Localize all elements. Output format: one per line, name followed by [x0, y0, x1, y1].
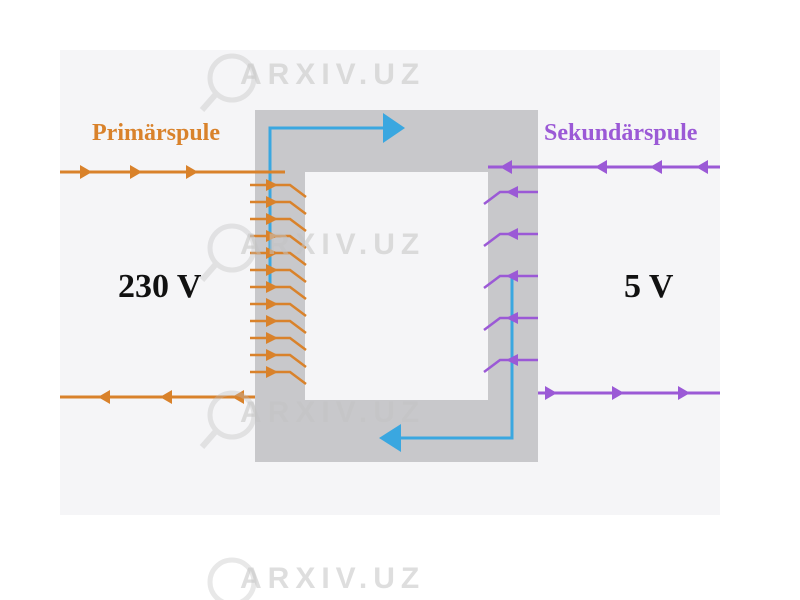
primary-winding — [250, 366, 307, 385]
primary-winding — [250, 281, 307, 300]
secondary-coil — [483, 186, 538, 373]
flux-arrow-bottom — [379, 424, 401, 452]
secondary-winding — [483, 354, 538, 373]
secondary-winding — [483, 270, 538, 289]
primary-winding — [250, 196, 307, 215]
watermark-text: ARXIV.UZ — [240, 562, 426, 595]
primary-winding — [250, 179, 307, 198]
primary-winding — [250, 332, 307, 351]
primary-lead-top — [60, 165, 285, 179]
flux-arrow-top — [383, 113, 405, 143]
primary-winding — [250, 264, 307, 283]
primary-winding — [250, 230, 307, 249]
primary-voltage-label: 230 V — [118, 268, 202, 305]
primary-coil — [250, 179, 307, 385]
watermark-text: ARXIV.UZ — [240, 58, 426, 91]
secondary-lead-top — [488, 160, 720, 174]
primary-winding — [250, 213, 307, 232]
primary-winding — [250, 315, 307, 334]
secondary-winding — [483, 312, 538, 331]
primary-winding — [250, 298, 307, 317]
magnifier-icon — [199, 53, 257, 600]
flux-path-return — [392, 278, 514, 440]
secondary-winding — [483, 186, 538, 205]
primary-winding — [250, 349, 307, 368]
watermark-text: ARXIV.UZ — [240, 396, 426, 429]
watermark-text: ARXIV.UZ — [240, 228, 426, 261]
primary-winding — [250, 247, 307, 266]
secondary-coil-label: Sekundärspule — [544, 120, 698, 146]
primary-coil-label: Primärspule — [92, 120, 220, 146]
secondary-lead-bottom — [538, 386, 720, 400]
iron-core — [255, 110, 538, 462]
primary-lead-bottom — [60, 390, 255, 404]
secondary-winding — [483, 228, 538, 247]
secondary-voltage-label: 5 V — [624, 268, 674, 305]
